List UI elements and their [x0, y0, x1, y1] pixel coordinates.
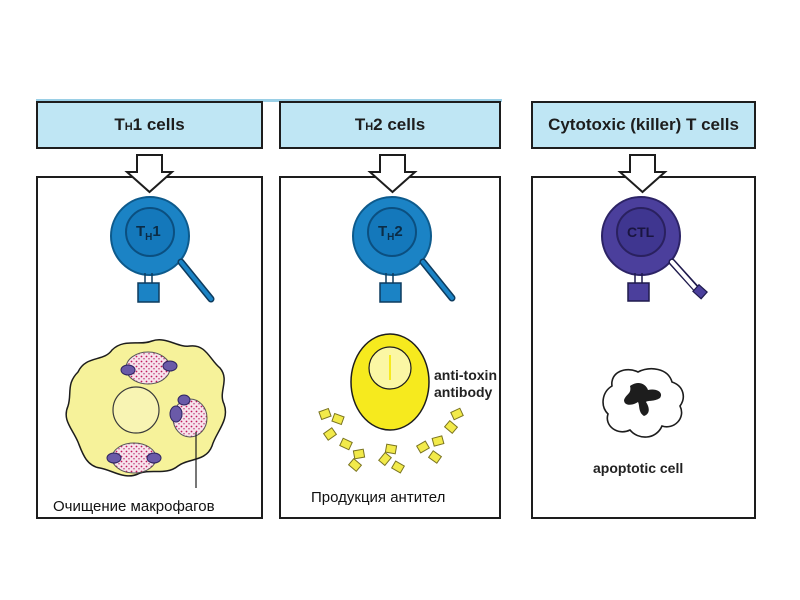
th1-cell-label-rest: 1 — [152, 223, 161, 240]
ctl-cell-label: CTL — [627, 224, 655, 240]
header-th2-main: T — [354, 115, 366, 134]
apoptotic-cell-icon — [602, 368, 685, 438]
header-th2-sub: H — [365, 121, 374, 133]
header-top-accent — [36, 99, 502, 102]
th2-cell-label: TH2 — [378, 223, 403, 243]
header-th1-rest: 1 cells — [132, 115, 185, 134]
th2-cell-icon — [352, 196, 456, 303]
header-th2-rest: 2 cells — [373, 115, 426, 134]
th1-cell-icon — [110, 196, 215, 303]
apoptotic-label: apoptotic cell — [593, 460, 684, 476]
antitoxin-label-line1: anti-toxin — [434, 367, 497, 383]
plasma-cell-icon — [350, 333, 430, 431]
th2-cell-label-main: T — [378, 223, 388, 240]
caption-th1: Очищение макрофагов — [53, 498, 215, 515]
header-ctl-text: Cytotoxic (killer) T cells — [548, 115, 739, 134]
header-th1-sub: H — [124, 121, 133, 133]
macrophage-icon — [65, 339, 227, 488]
th1-cell-label: TH1 — [136, 223, 161, 243]
header-th1-main: T — [114, 115, 125, 134]
th1-cell-label-sub: H — [145, 232, 153, 243]
th2-cell-label-rest: 2 — [394, 223, 403, 240]
antibody-icons — [318, 407, 464, 474]
th2-cell-label-sub: H — [387, 232, 395, 243]
th1-cell-label-main: T — [136, 223, 146, 240]
caption-th2: Продукция антител — [311, 489, 446, 506]
antitoxin-label: anti-toxin antibody — [434, 367, 497, 401]
arrow-down-icon-2 — [367, 154, 418, 194]
header-ctl: Cytotoxic (killer) T cells — [531, 101, 756, 149]
arrow-down-icon-1 — [124, 154, 175, 194]
ctl-cell-icon — [601, 196, 708, 302]
arrow-down-icon-3 — [617, 154, 668, 194]
antitoxin-label-line2: antibody — [434, 384, 493, 400]
